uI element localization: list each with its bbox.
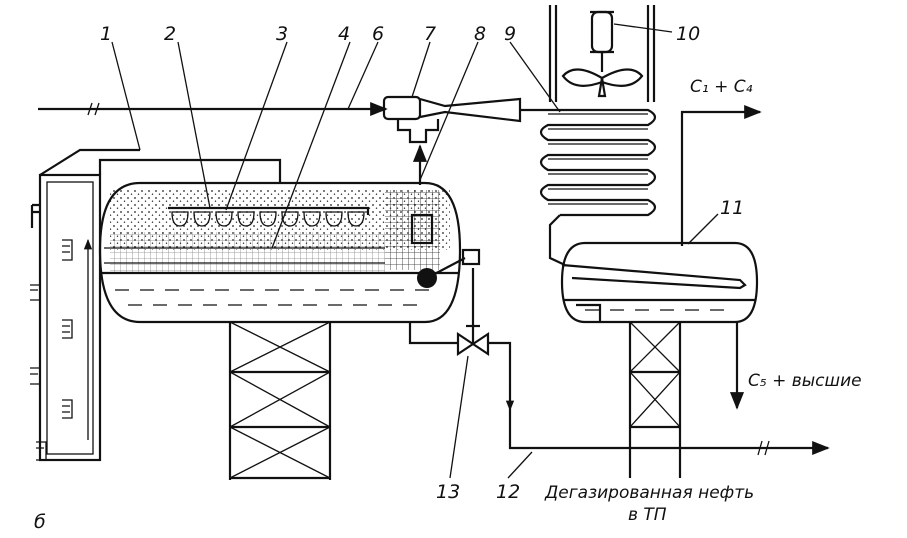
leader-lines [111, 23, 719, 479]
separator-vessel [98, 181, 481, 324]
demister-box [410, 213, 434, 245]
liquid-waves [115, 289, 429, 306]
callout-7: 7 [424, 23, 436, 45]
callout-9: 9 [504, 23, 516, 45]
ejector [382, 95, 522, 185]
callout-2: 2 [164, 23, 176, 45]
callout-6: 6 [372, 23, 384, 45]
burner-nozzles [30, 203, 73, 461]
fan-icon [561, 10, 644, 98]
degassed-oil-destination: в ТП [628, 505, 667, 525]
figure-letter: б [34, 511, 46, 533]
light-gas-outlet [680, 104, 762, 246]
callout-10: 10 [676, 23, 700, 45]
callout-11: 11 [720, 197, 744, 219]
callout-4: 4 [338, 23, 350, 45]
feed-line [38, 101, 388, 117]
callout-8: 8 [474, 23, 486, 45]
condensate-drum [560, 241, 759, 324]
cooler-coil [539, 108, 657, 217]
callout-13: 13 [436, 481, 460, 503]
degassed-oil-label: Дегазированная нефть [544, 483, 754, 503]
heavy-fraction-label: C₅ + высшие [748, 371, 862, 391]
light-gas-label: C₁ + C₄ [690, 77, 753, 97]
air-cooler [520, 5, 657, 266]
callout-1: 1 [100, 23, 112, 45]
oil-discharge-line [408, 268, 830, 456]
separator-support [228, 321, 332, 480]
heater-column [30, 148, 282, 462]
drum-support [628, 321, 682, 478]
callout-3: 3 [276, 23, 288, 45]
level-float [417, 248, 481, 288]
callout-12: 12 [496, 481, 520, 503]
